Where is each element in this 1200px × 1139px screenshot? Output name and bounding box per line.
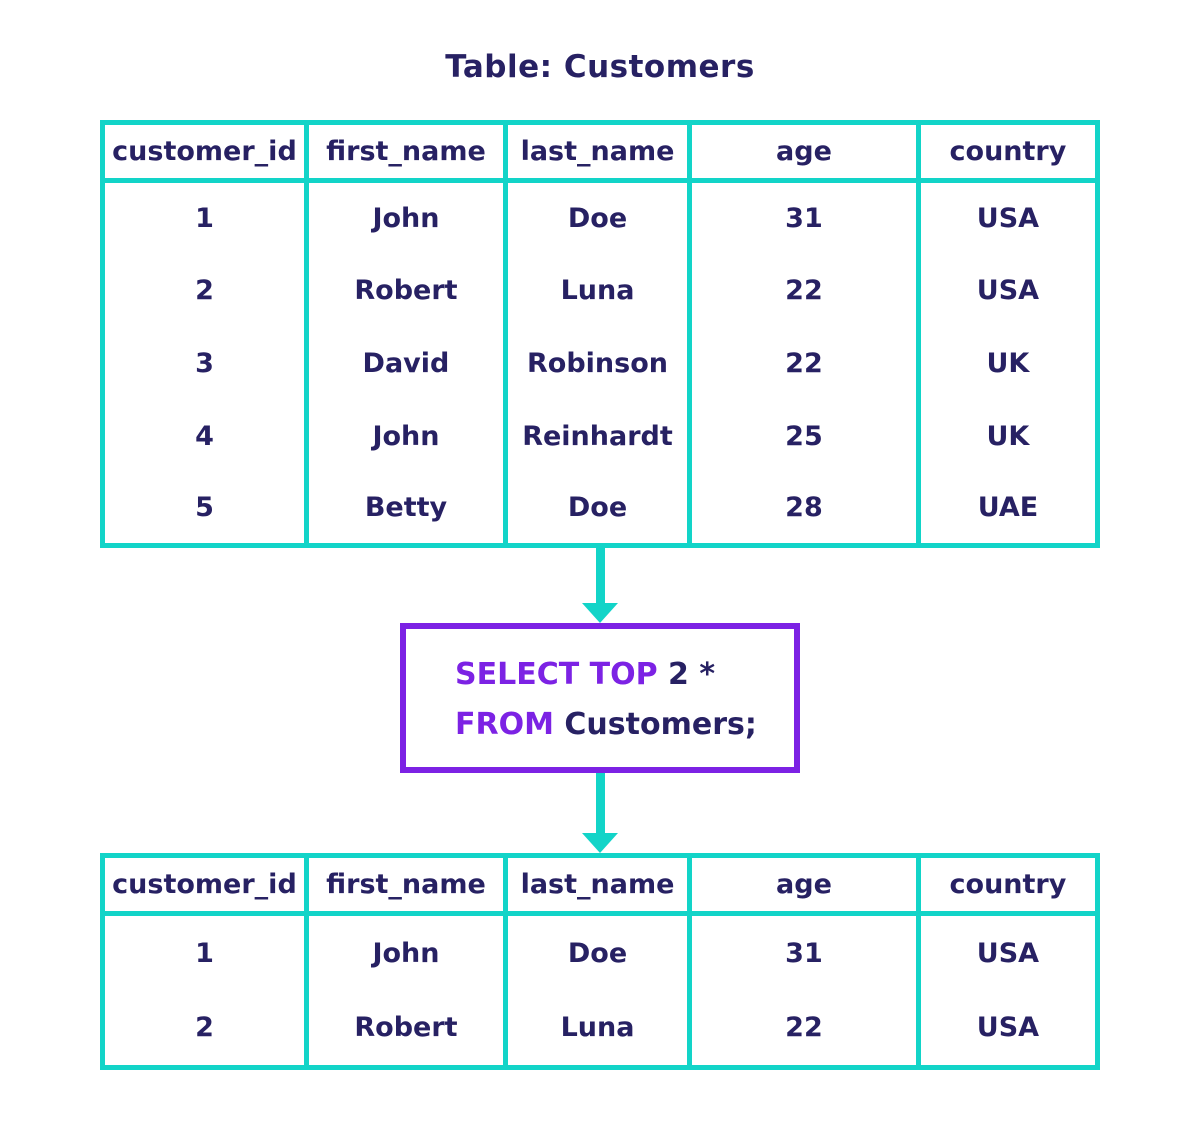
table-cell: 22 [687, 253, 921, 327]
query-line: SELECT TOP 2 * [455, 650, 794, 700]
table-cell: Robinson [502, 326, 693, 400]
table-cell: 4 [100, 399, 309, 473]
column-header: age [687, 853, 921, 916]
column-header: age [687, 120, 921, 183]
sql-text: Customers; [564, 707, 757, 742]
arrow-stem [595, 773, 605, 833]
table-cell: 1 [100, 180, 309, 254]
table-cell: UAE [915, 472, 1101, 548]
table-cell: Robert [303, 990, 508, 1070]
column-header: country [915, 853, 1101, 916]
table-cell: 1 [100, 913, 309, 991]
arrow-down-icon [100, 773, 1100, 853]
table-cell: John [303, 399, 508, 473]
page-title: Table: Customers [445, 49, 755, 85]
table-cell: USA [915, 990, 1101, 1070]
table-cell: 22 [687, 326, 921, 400]
table-cell: 2 [100, 990, 309, 1070]
sql-text: 2 * [668, 657, 716, 692]
table-cell: Doe [502, 180, 693, 254]
table-cell: 3 [100, 326, 309, 400]
table-cell: 2 [100, 253, 309, 327]
table-cell: 22 [687, 990, 921, 1070]
table-cell: Doe [502, 472, 693, 548]
table-cell: 31 [687, 180, 921, 254]
table-cell: USA [915, 253, 1101, 327]
table-cell: Betty [303, 472, 508, 548]
column-header: customer_id [100, 853, 309, 916]
table-cell: 5 [100, 472, 309, 548]
table-cell: 25 [687, 399, 921, 473]
column-header: customer_id [100, 120, 309, 183]
arrow-head [582, 603, 618, 623]
column-header: last_name [502, 120, 693, 183]
table-cell: David [303, 326, 508, 400]
column-header: first_name [303, 853, 508, 916]
table-cell: 28 [687, 472, 921, 548]
sql-query-box: SELECT TOP 2 *FROM Customers; [400, 623, 800, 773]
query-line: FROM Customers; [455, 700, 794, 750]
table-cell: Robert [303, 253, 508, 327]
arrow-head [582, 833, 618, 853]
arrow-stem [595, 548, 605, 603]
sql-keyword: FROM [455, 707, 565, 742]
table-cell: USA [915, 180, 1101, 254]
sql-keyword: SELECT TOP [455, 657, 669, 692]
column-header: country [915, 120, 1101, 183]
column-header: last_name [502, 853, 693, 916]
table-cell: Doe [502, 913, 693, 991]
table-cell: UK [915, 326, 1101, 400]
table-cell: Reinhardt [502, 399, 693, 473]
table-cell: John [303, 913, 508, 991]
table-cell: Luna [502, 990, 693, 1070]
table-cell: 31 [687, 913, 921, 991]
arrow-down-icon [100, 548, 1100, 623]
column-header: first_name [303, 120, 508, 183]
table-cell: Luna [502, 253, 693, 327]
table-cell: UK [915, 399, 1101, 473]
table-cell: John [303, 180, 508, 254]
table-cell: USA [915, 913, 1101, 991]
